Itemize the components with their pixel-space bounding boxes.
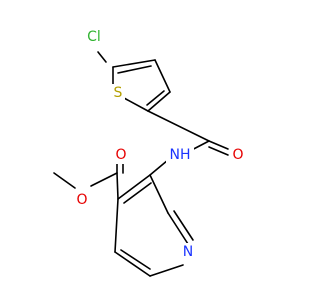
bond-thiophene-c5-c4-double (117, 65, 152, 74)
atom-n-pyridine-label: N (183, 244, 193, 260)
bond-pyridine-c4-c3 (117, 174, 151, 200)
atom-nh-label: NH (170, 147, 191, 163)
bond-thiophene-s-c2 (123, 97, 149, 112)
bond-ester-c-o (90, 172, 118, 187)
bond-lines (53, 51, 229, 277)
atom-o-carbonyl-label: O (115, 147, 126, 163)
bond-thiophene-c3-c2-double (146, 90, 165, 106)
atom-s-label: S (114, 85, 123, 101)
bond-cl-c (97, 51, 107, 63)
atom-cl-label: Cl (87, 29, 101, 45)
bond-amide-carbonyl-2 (208, 146, 229, 156)
bond-ester-o-methyl (53, 172, 76, 189)
bond-thiophene-c3-c2 (147, 91, 171, 112)
atom-o-amide-label: O (232, 147, 243, 163)
bond-thiophene-c4-c3 (154, 59, 171, 93)
molecule-structure: Cl S NH O O O N (53, 28, 246, 277)
bond-pyridine-c3-c2 (149, 174, 169, 214)
bond-pyridine-c2-n-double (173, 210, 194, 241)
bond-pyridine-c6-c5 (114, 251, 151, 277)
bond-thiophene-c5-c4 (112, 59, 156, 68)
atom-o-ester-label: O (76, 192, 87, 208)
bond-n-pyridine (149, 159, 169, 176)
bond-pyridine-n-c6 (149, 264, 184, 277)
atom-labels: Cl S NH O O O N (74, 28, 246, 261)
bond-thiophene-amide-c (147, 110, 210, 142)
bond-pyridine-ester-c (116, 172, 119, 200)
bond-pyridine-c5-c4 (114, 198, 119, 253)
bond-pyridine-c4-c3-double (123, 182, 152, 204)
bond-pyridine-c6-c5-double (120, 249, 151, 270)
bond-amide-carbonyl-1 (208, 140, 229, 150)
bond-pyridine-c2-n (167, 212, 189, 245)
